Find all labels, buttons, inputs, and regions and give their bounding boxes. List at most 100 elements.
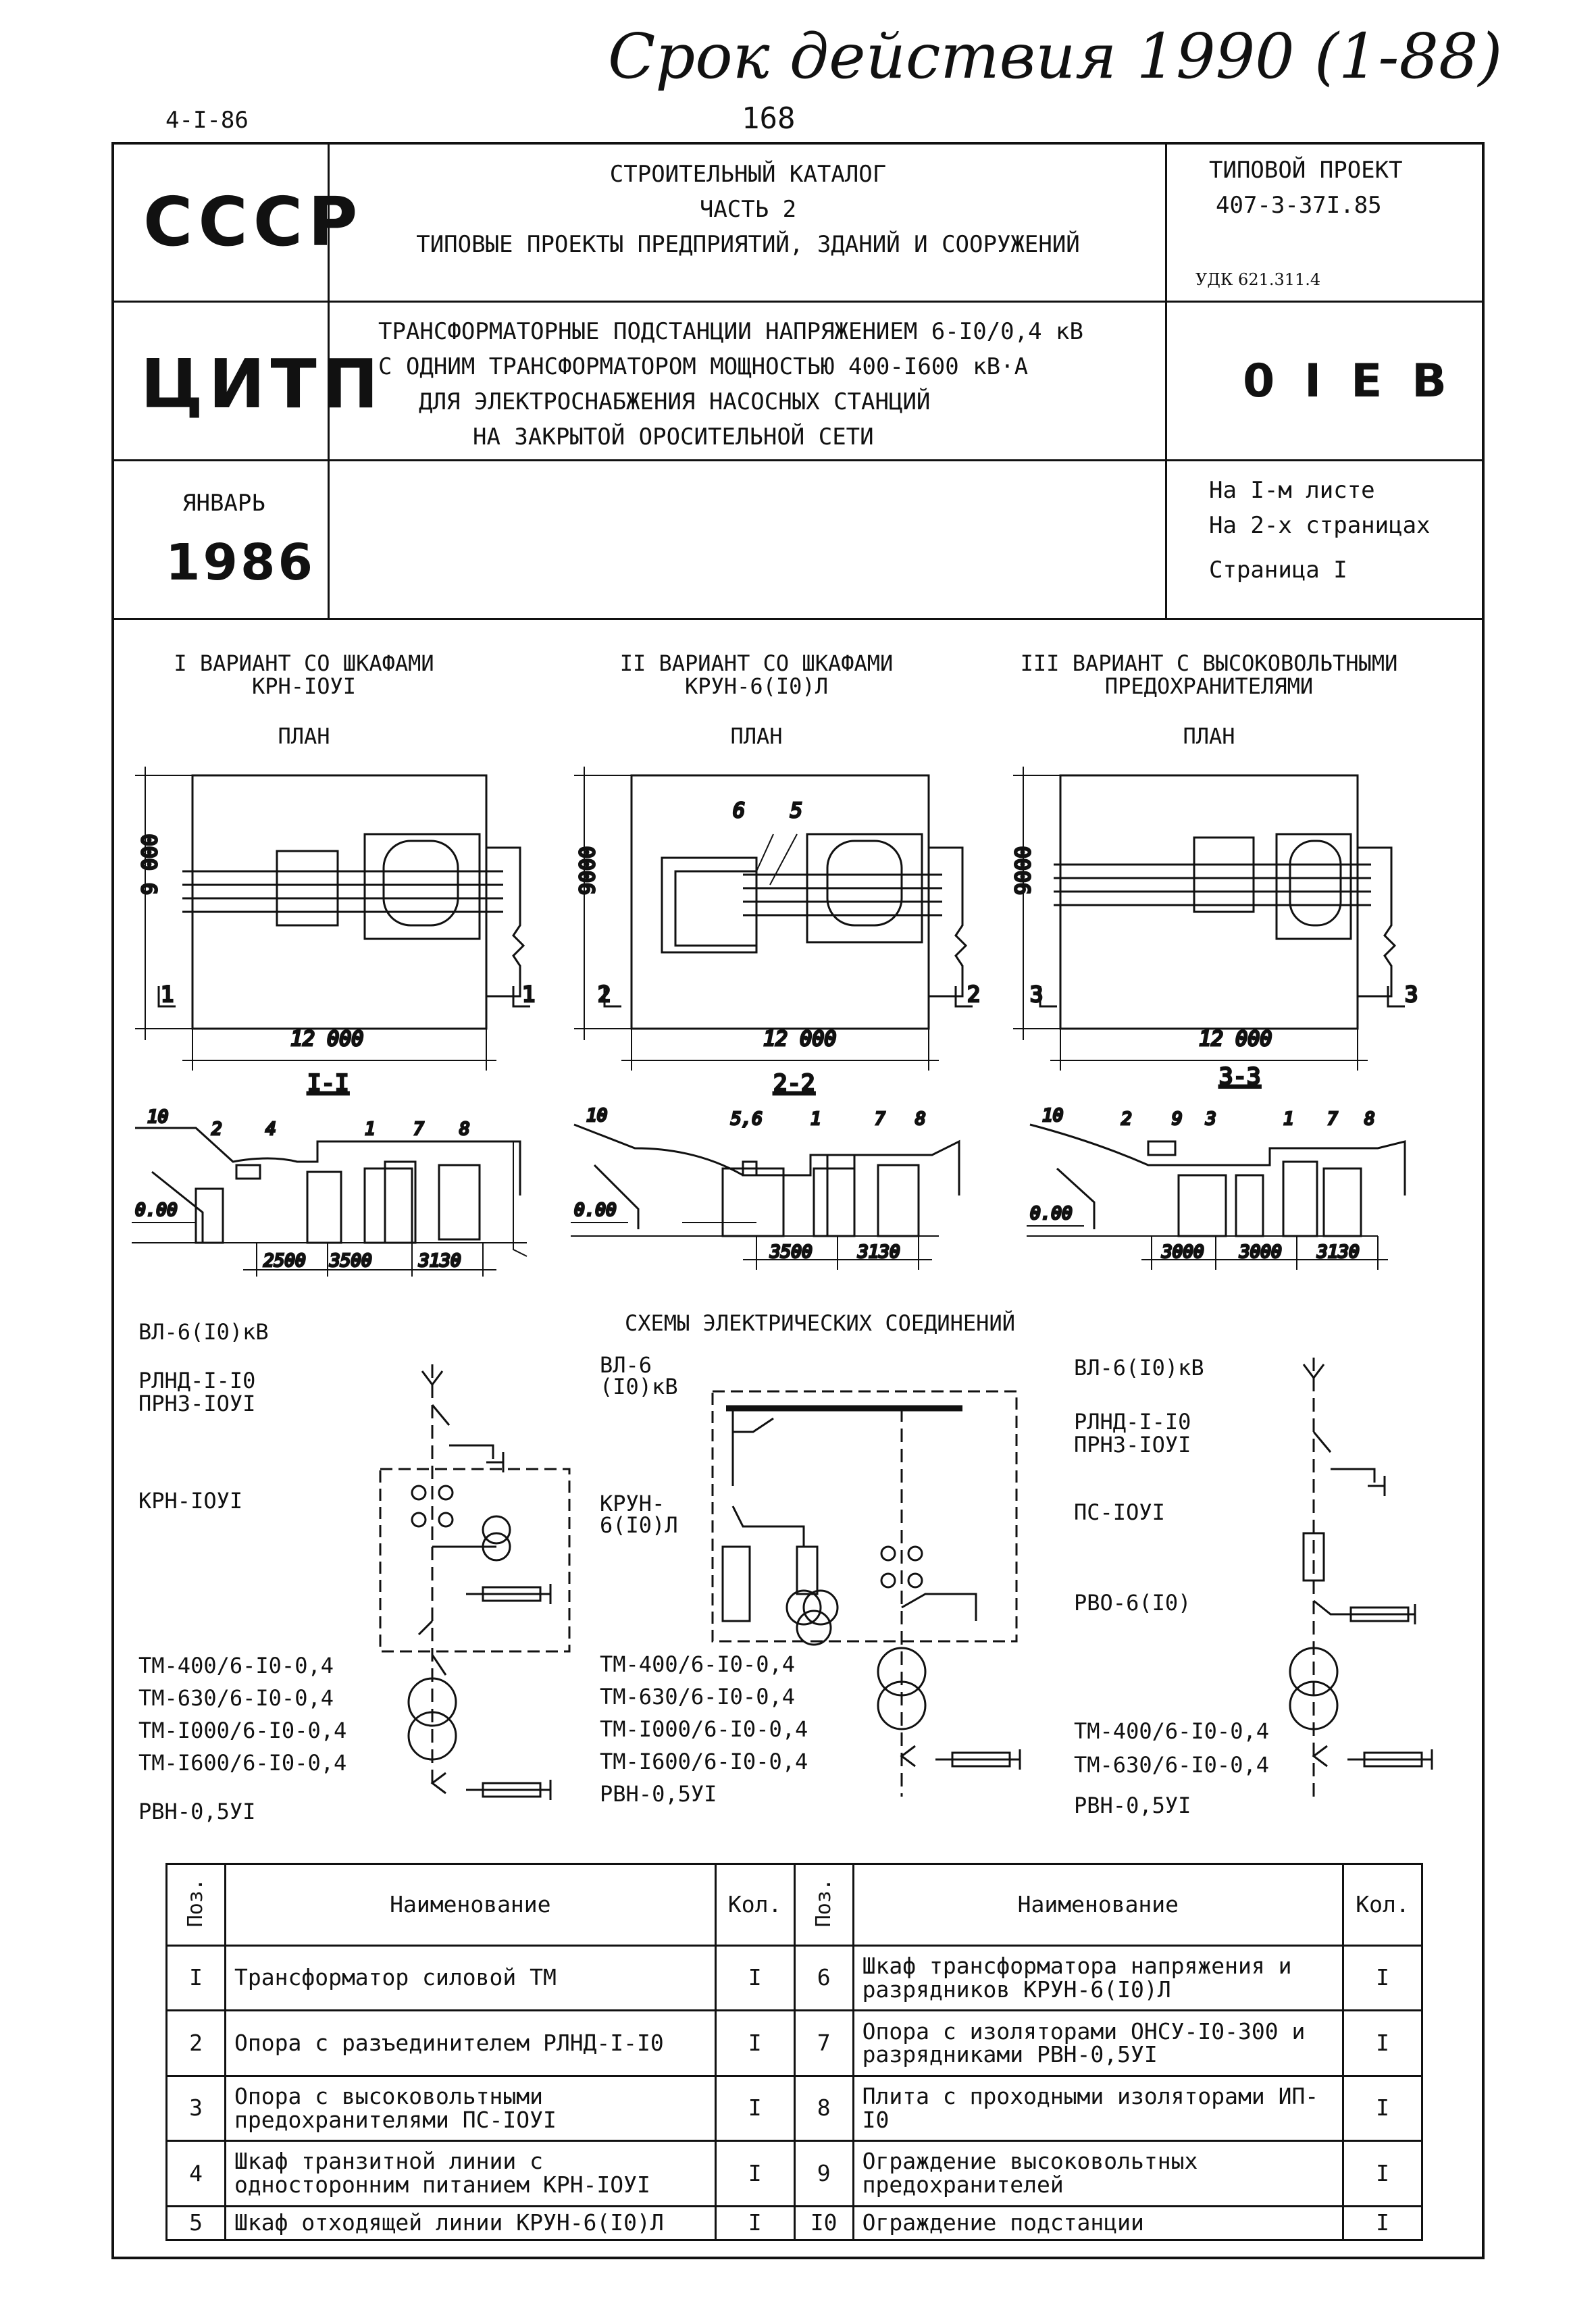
scheme-2-tm-3: ТМ-I000/6-I0-0,4 [600, 1716, 808, 1742]
row-pos: 4 [165, 2140, 226, 2207]
v2-height-dim: 9000 [576, 846, 600, 895]
org-ussr: СССР [143, 182, 363, 261]
v2-width-dim: 12 000 [763, 1027, 836, 1051]
row-qty: I [714, 2074, 796, 2142]
v2-marker-left: 2 [598, 981, 611, 1007]
section-3-title: 3-3 [1219, 1063, 1260, 1090]
page-frame [111, 142, 1485, 2259]
variant-2-title: II ВАРИАНТ СО ШКАФАМИ КРУН-6(I0)Л ПЛАН [594, 652, 919, 748]
row-pos: 5 [165, 2205, 226, 2242]
header-qty-right: Кол. [1342, 1863, 1423, 1947]
title-line-4: НА ЗАКРЫТОЙ ОРОСИТЕЛЬНОЙ СЕТИ [473, 423, 874, 451]
project-label: ТИПОВОЙ ПРОЕКТ [1209, 157, 1403, 184]
variant-1-plan [135, 767, 530, 1071]
scheme-2-line-2: (I0)кВ [600, 1374, 678, 1399]
v2-marker-right: 2 [967, 981, 980, 1007]
scheme-2-rvn: РВН-0,5УI [600, 1781, 717, 1807]
header-name-left: Наименование [224, 1863, 717, 1947]
project-number: 407-3-37I.85 [1216, 192, 1382, 219]
v1-width-dim: 12 000 [290, 1027, 363, 1051]
row-qty: I [1342, 2140, 1423, 2207]
catalog-block: СТРОИТЕЛЬНЫЙ КАТАЛОГ ЧАСТЬ 2 ТИПОВЫЕ ПРО… [331, 157, 1165, 262]
v3-height-dim: 9000 [1012, 846, 1035, 895]
header-qty-left: Кол. [714, 1863, 796, 1947]
table-header-row: Поз. Наименование Кол. Поз. Наименование… [165, 1863, 1423, 1947]
variant-1-title: I ВАРИАНТ СО ШКАФАМИ КРН-IОУI ПЛАН [149, 652, 459, 748]
schemes-title: СХЕМЫ ЭЛЕКТРИЧЕСКИХ СОЕДИНЕНИЙ [625, 1310, 1015, 1336]
section-3-drawing [1027, 1123, 1406, 1270]
s1-level: 0.00 [135, 1200, 178, 1220]
sheet-count: На I-м листе [1209, 477, 1375, 504]
v1-marker-right: 1 [522, 981, 535, 1007]
scheme-1-labels: ВЛ-6(I0)кВ РЛНД-I-I0 ПРНЗ-IОУI КРН-IОУI … [138, 1320, 346, 1823]
scheme-2-krun-2: 6(I0)Л [600, 1512, 678, 1538]
s2-label-7: 7 [875, 1109, 885, 1129]
variant-3-plan-label: ПЛАН [1183, 723, 1235, 749]
row-pos: 8 [793, 2074, 854, 2142]
s3-label-3: 3 [1205, 1109, 1216, 1129]
row-qty: I [714, 1944, 796, 2012]
scheme-2-transformers: ТМ-400/6-I0-0,4 ТМ-630/6-I0-0,4 ТМ-I000/… [600, 1648, 808, 1810]
scheme-3-item-2: ПРНЗ-IОУI [1074, 1432, 1191, 1458]
specification-table: Поз. Наименование Кол. Поз. Наименование… [165, 1863, 1423, 2242]
v3-marker-right: 3 [1405, 981, 1418, 1007]
row-pos: 2 [165, 2009, 226, 2077]
variant-1-plan-label: ПЛАН [278, 723, 330, 749]
header-divider-3 [111, 618, 1485, 620]
document-code: 4-I-86 [165, 107, 249, 134]
scheme-2-line-label: ВЛ-6 (I0)кВ [600, 1354, 678, 1397]
scheme-1-line: ВЛ-6(I0)кВ [138, 1319, 269, 1345]
scheme-3-labels: ВЛ-6(I0)кВ РЛНД-I-I0 ПРНЗ-IОУI ПС-IОУI Р… [1074, 1356, 1269, 1817]
udk-code: УДК 621.311.4 [1195, 270, 1321, 289]
row-qty: I [1342, 2205, 1423, 2242]
row-name: Шкаф отходящей линии КРУН-6(I0)Л [224, 2205, 717, 2242]
row-pos: I [165, 1944, 226, 2012]
variant-3-title-line-2: ПРЕДОХРАНИТЕЛЯМИ [1104, 673, 1314, 699]
s2-dim-2: 3130 [857, 1242, 900, 1262]
variant-2-plan [574, 767, 973, 1071]
s2-label-8: 8 [915, 1109, 926, 1129]
row-name: Опора с изоляторами ОНСУ-I0-300 и разряд… [852, 2009, 1345, 2077]
scheme-1-item-3: КРН-IОУI [138, 1488, 243, 1514]
row-pos: I0 [793, 2205, 854, 2242]
s1-label-2: 2 [211, 1119, 222, 1139]
header-month: ЯНВАРЬ [182, 490, 265, 517]
header-pos-left: Поз. [165, 1863, 226, 1947]
s1-label-4: 4 [265, 1119, 276, 1139]
v3-marker-left: 3 [1030, 981, 1043, 1007]
s3-label-7: 7 [1327, 1109, 1338, 1129]
sheet-info: На I-м листе На 2-х страницах Страница I [1209, 473, 1431, 588]
scheme-1-tm-4: ТМ-I600/6-I0-0,4 [138, 1750, 347, 1776]
scheme-1-tm-2: ТМ-630/6-I0-0,4 [138, 1685, 334, 1711]
s3-label-8: 8 [1364, 1109, 1375, 1129]
section-2-drawing [571, 1123, 960, 1270]
row-qty: I [1342, 1944, 1423, 2012]
v1-marker-left: 1 [161, 981, 174, 1007]
catalog-line-2: ЧАСТЬ 2 [699, 196, 797, 223]
title-line-3: ДЛЯ ЭЛЕКТРОСНАБЖЕНИЯ НАСОСНЫХ СТАНЦИЙ [419, 388, 931, 415]
section-1-title: I-I [307, 1070, 349, 1097]
scheme-3-item-1: РЛНД-I-I0 [1074, 1409, 1191, 1435]
variant-1-title-line-1: I ВАРИАНТ СО ШКАФАМИ [174, 650, 434, 676]
s1-label-7: 7 [413, 1119, 424, 1139]
section-2-title: 2-2 [773, 1070, 815, 1097]
scheme-3-tm-2: ТМ-630/6-I0-0,4 [1074, 1752, 1269, 1778]
table-row: 3 Опора с высоковольтными предохранителя… [165, 2074, 1423, 2142]
row-name: Опора с высоковольтными предохранителями… [224, 2074, 717, 2142]
s1-label-1: 1 [365, 1119, 376, 1139]
scheme-2-tm-2: ТМ-630/6-I0-0,4 [600, 1684, 795, 1709]
scheme-3-drawing [1289, 1358, 1433, 1797]
row-name: Шкаф трансформатора напряжения и разрядн… [852, 1944, 1345, 2012]
row-qty: I [1342, 2074, 1423, 2142]
row-pos: 9 [793, 2140, 854, 2207]
row-name: Трансформатор силовой ТМ [224, 1944, 717, 2012]
scheme-1-item-1: РЛНД-I-I0 [138, 1368, 256, 1393]
s3-label-1: 1 [1283, 1109, 1294, 1129]
scheme-1-drawing [379, 1364, 571, 1800]
scheme-2-tm-1: ТМ-400/6-I0-0,4 [600, 1651, 795, 1677]
s3-dim-2: 3000 [1239, 1242, 1282, 1262]
scheme-3-rvn: РВН-0,5УI [1074, 1793, 1191, 1818]
section-1-drawing [132, 1127, 527, 1277]
header-year: 1986 [165, 534, 315, 592]
